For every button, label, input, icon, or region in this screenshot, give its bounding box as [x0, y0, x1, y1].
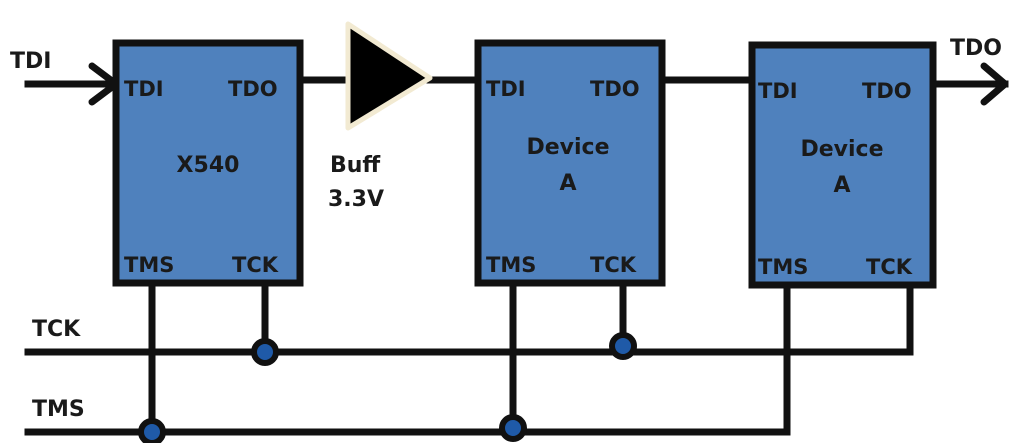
- tms-bus-label: TMS: [32, 397, 85, 422]
- device-box-device-a1: [474, 39, 666, 287]
- device-a1-pin-tck: TCK: [590, 253, 637, 277]
- device-a1-pin-tdo: TDO: [590, 77, 640, 101]
- device-x540-pin-tdo: TDO: [228, 77, 278, 101]
- device-box-device-a2: [748, 41, 937, 289]
- tdi-input-label: TDI: [10, 49, 51, 74]
- tdo-output-label: TDO: [950, 36, 1002, 61]
- tck-junction-x540: [251, 338, 279, 366]
- buffer-triangle: [345, 21, 433, 131]
- device-a2-pin-tdi: TDI: [758, 79, 798, 103]
- buffer-voltage-label: 3.3V: [328, 187, 384, 212]
- device-a2-pin-tdo: TDO: [862, 79, 912, 103]
- device-a2-name: Device: [800, 137, 883, 162]
- tms-junction-device-a1: [499, 414, 527, 442]
- device-box-x540: [112, 39, 304, 287]
- device-a1-pin-tms: TMS: [486, 253, 536, 277]
- device-a2-name-line2: A: [833, 173, 850, 198]
- device-x540-pin-tms: TMS: [124, 253, 174, 277]
- device-a1-name-line2: A: [559, 171, 576, 196]
- device-x540-pin-tck: TCK: [232, 253, 279, 277]
- device-x540-pin-tdi: TDI: [124, 77, 164, 101]
- tck-bus-label: TCK: [32, 317, 81, 342]
- device-a1-pin-tdi: TDI: [486, 77, 526, 101]
- tdo-output-arrow: [980, 62, 1009, 106]
- device-a2-pin-tck: TCK: [866, 255, 913, 279]
- tms-junction-x540: [138, 418, 166, 443]
- buffer-name-label: Buff: [330, 153, 381, 178]
- device-a2-pin-tms: TMS: [758, 255, 808, 279]
- device-x540-name: X540: [177, 153, 240, 178]
- tck-junction-device-a1: [609, 332, 637, 360]
- device-a1-name: Device: [526, 135, 609, 160]
